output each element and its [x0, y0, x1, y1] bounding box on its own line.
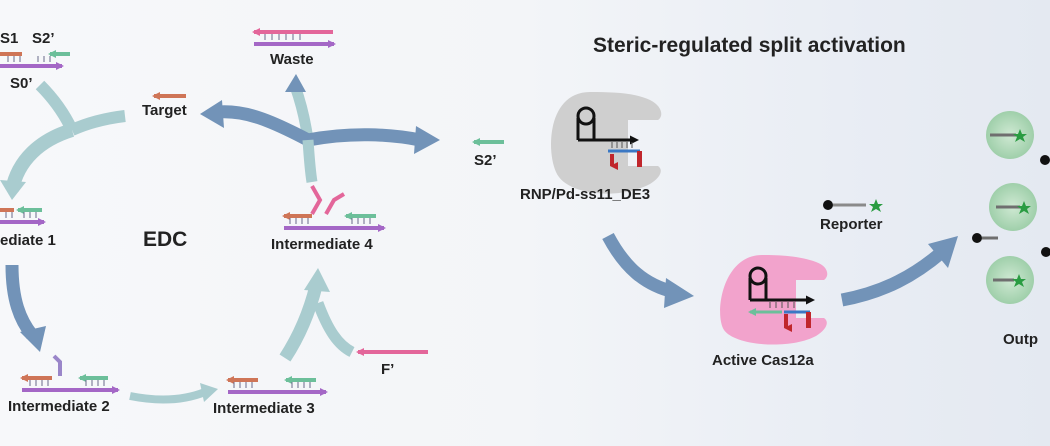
label-intermediate1: ediate 1 — [0, 232, 56, 249]
cycle-arrow-branch-top — [200, 74, 440, 183]
label-intermediate2: Intermediate 2 — [8, 398, 110, 415]
waste-complex — [252, 28, 336, 48]
arrow-active-to-output — [840, 236, 958, 307]
intermediate1-complex — [0, 206, 46, 226]
label-s2p-top: S2’ — [32, 30, 55, 47]
intermediate3-complex — [226, 376, 328, 396]
cycle-arrow-to-intermediate3 — [129, 383, 218, 404]
diagram-title: Steric-regulated split activation — [593, 34, 906, 57]
label-reporter: Reporter — [820, 216, 883, 233]
label-cycle-edc: EDC — [143, 228, 188, 251]
cycle-arrow-to-intermediate2 — [5, 264, 46, 352]
label-intermediate3: Intermediate 3 — [213, 400, 315, 417]
label-output: Outp — [1003, 331, 1038, 348]
label-rnp: RNP/Pd-ss11_DE3 — [520, 186, 651, 203]
complex-s1-s2-s0 — [0, 50, 70, 70]
intermediate4-complex — [282, 185, 386, 232]
output-bubble-2 — [989, 183, 1037, 231]
cycle-arrow-to-intermediate1 — [0, 123, 75, 200]
free-quencher-dots — [972, 155, 1050, 257]
intermediate2-complex — [20, 354, 120, 394]
output-bubble-3 — [986, 256, 1034, 304]
label-s0p: S0’ — [10, 75, 33, 92]
active-cas12a-enzyme — [720, 255, 828, 345]
label-s2p: S2’ — [474, 152, 497, 169]
reporter-glyph — [823, 199, 883, 212]
label-active-cas12a: Active Cas12a — [712, 352, 814, 369]
label-intermediate4: Intermediate 4 — [271, 236, 373, 253]
label-s1: S1 — [0, 30, 19, 47]
junction-input-s0 — [35, 80, 126, 136]
label-waste: Waste — [270, 51, 314, 68]
cycle-arrow-to-intermediate4 — [279, 268, 355, 362]
label-fp: F’ — [381, 361, 395, 378]
rnp-enzyme — [550, 92, 662, 194]
label-target: Target — [142, 102, 187, 119]
arrow-rnp-to-active — [602, 232, 694, 308]
output-bubble-1 — [986, 111, 1034, 159]
